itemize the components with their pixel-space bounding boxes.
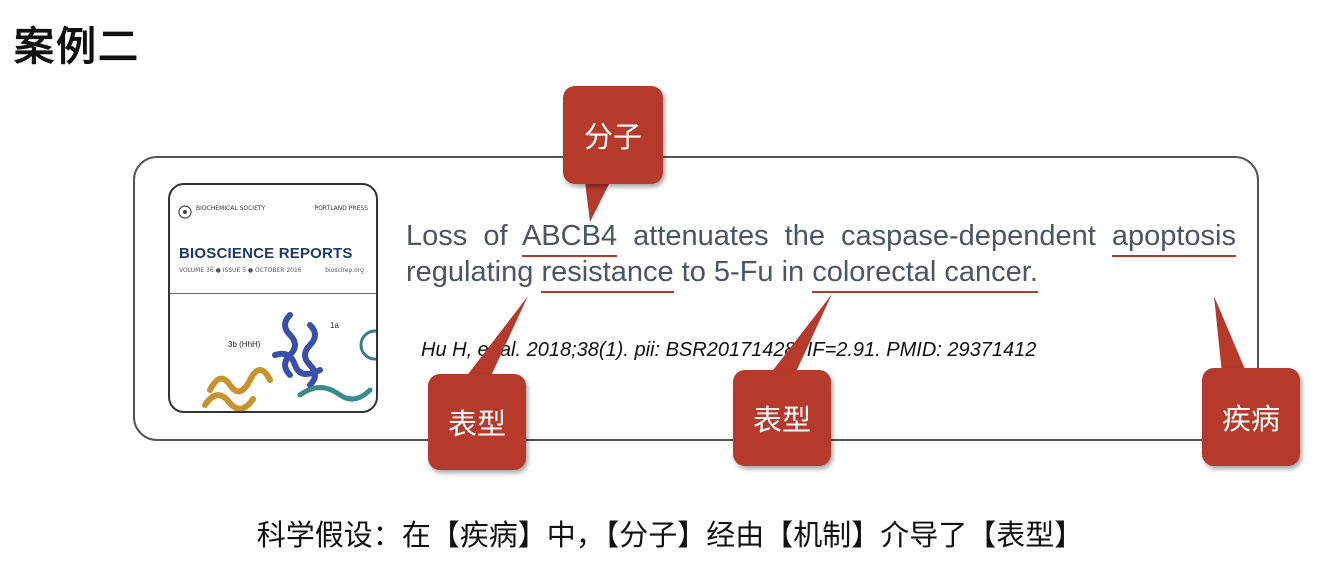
hypothesis-statement: 科学假设：在【疾病】中，【分子】经由【机制】介导了【表型】 (256, 518, 1084, 552)
cover-society: BIOCHEMICAL SOCIETY (196, 205, 266, 212)
cover-label-left: 3b (HhH) (228, 340, 261, 349)
protein-structure-image (202, 312, 376, 411)
cover-journal-title: BIOSCIENCE REPORTS (179, 245, 353, 262)
callout-molecule: 分子 (563, 86, 663, 184)
callout-disease: 疾病 (1202, 368, 1300, 466)
cover-label-right: 1a (330, 321, 339, 330)
callout-phenotype-left: 表型 (428, 374, 526, 470)
society-logo-icon (178, 205, 192, 219)
disease-term: colorectal cancer. (812, 256, 1038, 293)
molecule-term: ABCB4 (521, 220, 618, 257)
cover-press: PORTLAND PRESS (314, 205, 368, 212)
callout-phenotype-mid: 表型 (733, 370, 831, 466)
article-title: Loss of ABCB4 attenuates the caspase-dep… (406, 218, 1236, 293)
cover-site: bioscirep.org (325, 267, 364, 274)
title-text-4: to 5-Fu in (673, 256, 813, 288)
title-text-3: regulating (406, 256, 542, 288)
title-text-1: Loss of (406, 220, 522, 252)
phenotype-term-apoptosis: apoptosis (1111, 220, 1236, 257)
cover-divider (170, 293, 376, 294)
title-text-2: attenuates the caspase-dependent (617, 220, 1112, 252)
slide-title: 案例二 (14, 23, 140, 70)
cover-issue: VOLUME 36 ● ISSUE 5 ● OCTOBER 2016 (179, 267, 302, 274)
phenotype-term-resistance: resistance (541, 256, 674, 293)
journal-cover: BIOCHEMICAL SOCIETY PORTLAND PRESS BIOSC… (168, 183, 378, 413)
citation: Hu H, et al. 2018;38(1). pii: BSR2017142… (421, 339, 1037, 361)
